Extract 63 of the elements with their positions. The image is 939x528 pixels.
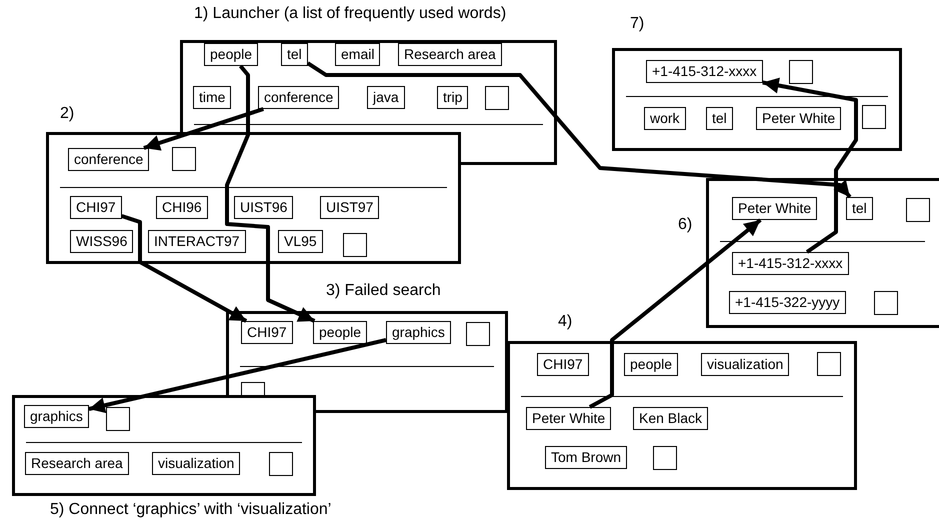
empty-slot — [862, 105, 886, 129]
arrow — [588, 218, 762, 409]
empty-slot — [485, 86, 509, 110]
word-tag: INTERACT97 — [148, 230, 246, 253]
panel-heading: 7) — [630, 15, 644, 33]
word-tag: people — [313, 321, 368, 344]
word-tag: Peter White — [526, 407, 612, 430]
empty-slot — [466, 322, 490, 346]
word-tag: java — [367, 86, 405, 109]
word-tag: tel — [706, 107, 733, 130]
word-tag: email — [335, 43, 380, 66]
word-tag: time — [193, 86, 232, 109]
word-tag: tel — [281, 43, 308, 66]
empty-slot — [172, 147, 196, 171]
word-tag: tel — [846, 197, 873, 220]
empty-slot — [874, 291, 898, 315]
word-tag: Ken Black — [633, 407, 708, 430]
word-tag: +1-415-312-xxxx — [646, 60, 763, 83]
arrow — [762, 78, 858, 254]
word-tag: work — [644, 107, 686, 130]
panel-heading: 3) Failed search — [326, 282, 441, 300]
arrow — [143, 107, 264, 151]
word-tag: Research area — [25, 452, 129, 475]
word-tag: people — [204, 43, 258, 66]
word-tag: trip — [437, 86, 468, 109]
empty-slot — [343, 233, 367, 257]
word-tag: WISS96 — [70, 230, 134, 253]
empty-slot — [269, 452, 293, 476]
word-tag: conference — [258, 86, 340, 109]
word-tag: visualization — [701, 353, 790, 376]
word-tag: +1-415-312-xxxx — [732, 252, 849, 275]
word-tag: graphics — [24, 405, 89, 428]
empty-slot — [653, 446, 677, 470]
empty-slot — [241, 382, 265, 395]
panel-heading: 1) Launcher (a list of frequently used words) — [194, 5, 506, 23]
word-tag: Research area — [398, 43, 502, 66]
word-tag: UIST97 — [320, 196, 380, 219]
word-tag: +1-415-322-yyyy — [729, 291, 846, 314]
arrow — [225, 64, 316, 323]
arrow — [306, 62, 852, 198]
word-tag: people — [624, 353, 678, 376]
panel-heading: 5) Connect ‘graphics’ with ‘visualization’ — [50, 501, 332, 519]
word-tag: visualization — [152, 452, 240, 475]
word-tag: CHI97 — [70, 196, 122, 219]
empty-slot — [906, 198, 930, 222]
panel-heading: 6) — [678, 216, 692, 234]
word-tag: CHI96 — [156, 196, 208, 219]
word-tag: conference — [68, 148, 150, 171]
arrow — [88, 338, 386, 414]
panel-heading: 4) — [558, 313, 572, 331]
word-tag: Peter White — [756, 107, 842, 130]
word-tag: VL95 — [278, 230, 323, 253]
word-tag: UIST96 — [234, 196, 294, 219]
word-tag: CHI97 — [241, 321, 293, 344]
empty-slot — [789, 60, 813, 84]
word-tag: graphics — [386, 321, 451, 344]
word-tag: CHI97 — [537, 353, 589, 376]
empty-slot — [106, 407, 130, 431]
empty-slot — [817, 352, 841, 376]
word-tag: Peter White — [732, 197, 818, 220]
word-tag: Tom Brown — [545, 446, 628, 469]
panel-heading: 2) — [60, 105, 74, 123]
arrow — [121, 214, 248, 323]
